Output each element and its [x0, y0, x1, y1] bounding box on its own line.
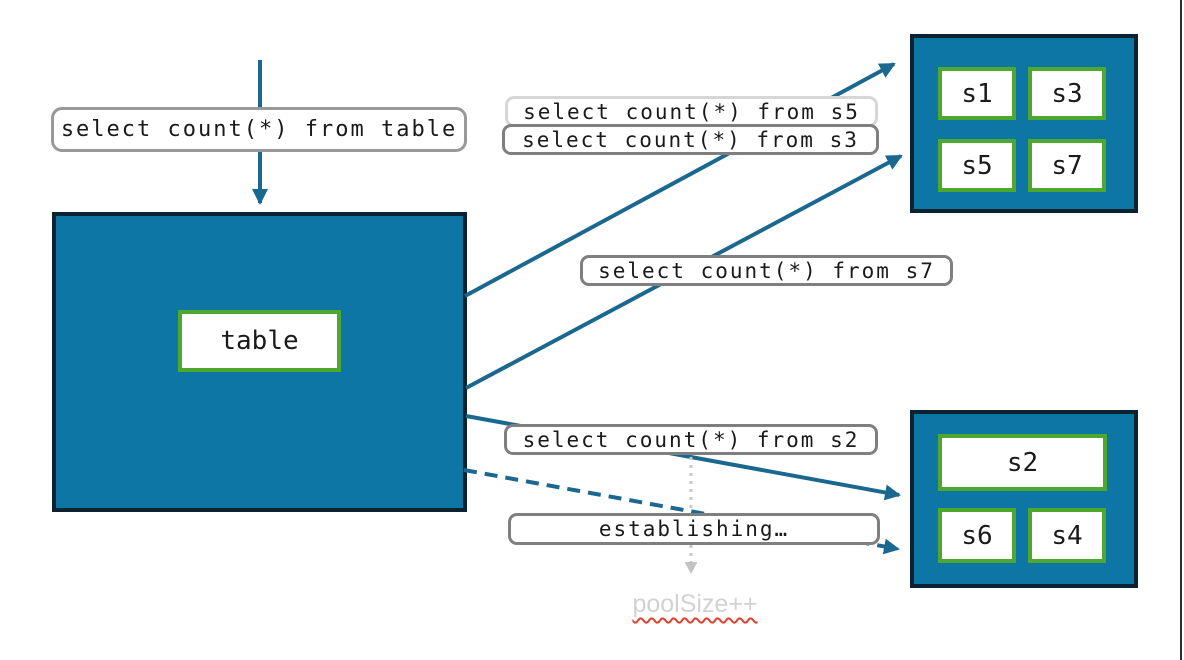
table-label-box[interactable]: table: [178, 310, 341, 372]
shard-s1[interactable]: s1: [938, 67, 1016, 120]
shard-s7[interactable]: s7: [1028, 139, 1106, 192]
query-label-from-table[interactable]: select count(*) from table: [51, 107, 467, 152]
establishing-label[interactable]: establishing…: [508, 513, 880, 545]
shard-s4[interactable]: s4: [1028, 508, 1106, 563]
shard-s6-label: s6: [961, 520, 993, 551]
query-label-from-s7[interactable]: select count(*) from s7: [580, 255, 953, 286]
query-text-from-s5: select count(*) from s5: [523, 99, 860, 124]
query-text-from-s7: select count(*) from s7: [598, 258, 935, 283]
query-label-from-s2[interactable]: select count(*) from s2: [504, 424, 878, 455]
shard-s3[interactable]: s3: [1028, 67, 1106, 120]
shard-s1-label: s1: [961, 78, 993, 109]
slide-edge-line: [1180, 0, 1182, 660]
query-text-from-s3: select count(*) from s3: [522, 127, 859, 152]
shard-s7-label: s7: [1051, 150, 1083, 181]
shard-group-top[interactable]: s1 s3 s5 s7: [910, 34, 1138, 213]
query-text-from-table: select count(*) from table: [60, 117, 458, 142]
shard-group-bottom[interactable]: s2 s6 s4: [910, 410, 1138, 588]
pool-size-text: poolSize++: [632, 590, 758, 618]
shard-s6[interactable]: s6: [938, 508, 1016, 563]
pool-size-note[interactable]: poolSize++: [600, 590, 790, 619]
query-label-from-s3[interactable]: select count(*) from s3: [502, 124, 879, 155]
shard-s2-label: s2: [1006, 447, 1039, 478]
shard-s5-label: s5: [961, 150, 993, 181]
query-text-from-s2: select count(*) from s2: [522, 427, 860, 452]
shard-s5[interactable]: s5: [938, 139, 1016, 192]
table-label: table: [220, 326, 299, 356]
shard-s2[interactable]: s2: [938, 434, 1107, 491]
shard-s4-label: s4: [1051, 520, 1083, 551]
establishing-text: establishing…: [598, 517, 790, 541]
shard-s3-label: s3: [1051, 78, 1083, 109]
query-label-from-s5[interactable]: select count(*) from s5: [505, 96, 878, 127]
table-container-box[interactable]: table: [52, 212, 467, 512]
